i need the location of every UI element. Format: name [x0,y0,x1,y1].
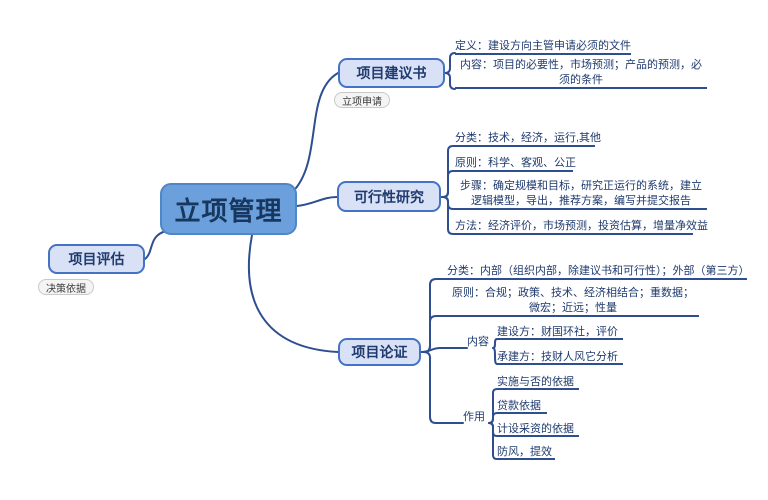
connector-proposal-content [444,72,456,90]
topic-content-builder[interactable]: 建设方：财国环社，评价 [497,326,623,340]
connector-content-contractor [492,347,498,365]
connector-central-proposal [295,72,339,189]
connector-proposal-definition [444,52,456,74]
connector-central-evaluation [144,230,167,260]
connector-central-argumentation [247,234,339,353]
connector-central-feasibility [296,196,338,207]
connector-argumentation-content [420,347,468,353]
branch-project-evaluation[interactable]: 项目评估 [48,244,145,274]
connector-feasibility-methods [440,196,456,235]
topic-feasibility-steps[interactable]: 步骤：确定规模和目标，研究正运行的系统，建立逻辑模型，导出，推荐方案，编写并提交… [455,179,707,210]
branch-feasibility-study[interactable]: 可行性研究 [337,181,441,212]
topic-argumentation-principles[interactable]: 原则：合规；政策、技术、经济相结合；重数据；微宏；近远；性量 [447,286,699,317]
topic-function-procurement-basis[interactable]: 计设采资的依据 [497,423,579,437]
note-decision-basis[interactable]: 决策依据 [38,279,94,295]
topic-argumentation-classification[interactable]: 分类：内部（组织内部，除建议书和可行性）；外部（第三方） [447,265,750,280]
topic-function-implement-basis[interactable]: 实施与否的依据 [497,376,579,390]
connector-function-risk [488,422,498,460]
topic-feasibility-classification[interactable]: 分类：技术，经济，运行,其他 [455,132,601,147]
connector-content-builder [492,338,498,349]
branch-project-proposal[interactable]: 项目建议书 [338,58,445,88]
topic-proposal-definition[interactable]: 定义：建设方向主管申请必须的文件 [455,40,631,55]
connector-argumentation-function [420,351,464,424]
topic-function-risk-efficiency[interactable]: 防风，提效 [497,446,555,460]
topic-argumentation-function[interactable]: 作用 [463,411,485,423]
topic-argumentation-content[interactable]: 内容 [467,336,489,348]
branch-project-argumentation[interactable]: 项目论证 [338,338,421,366]
connector-feasibility-principles [440,170,456,198]
central-topic[interactable]: 立项管理 [160,183,297,235]
connector-function-loan [488,412,498,424]
note-initiation-application[interactable]: 立项申请 [334,92,390,108]
topic-feasibility-methods[interactable]: 方法：经济评价，市场预测，投资估算，增量净效益 [455,220,708,235]
topic-content-contractor[interactable]: 承建方：技财人风它分析 [497,351,623,365]
connector-argumentation-principles [420,315,448,353]
topic-feasibility-principles[interactable]: 原则：科学、客观、公正 [455,157,576,172]
topic-function-loan-basis[interactable]: 贷款依据 [497,400,547,414]
topic-proposal-content[interactable]: 内容：项目的必要性，市场预测；产品的预测，必须的条件 [455,58,707,89]
